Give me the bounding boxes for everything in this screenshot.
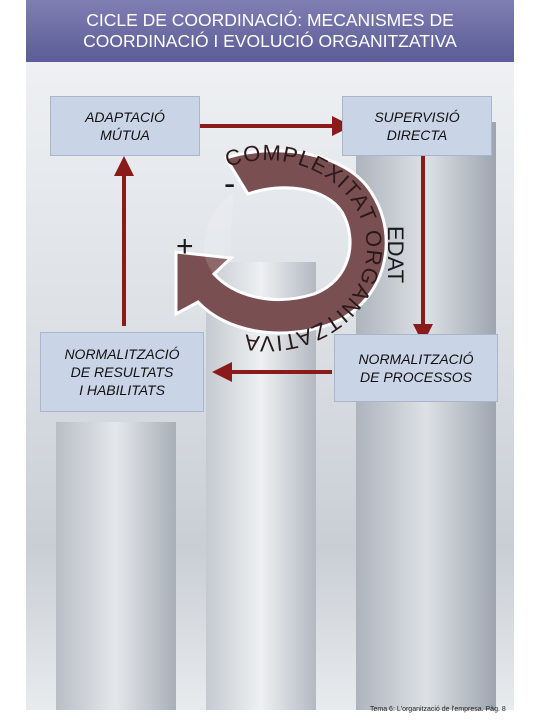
building-left (56, 422, 176, 710)
edat-text: EDAT (383, 226, 408, 283)
box-label-2: DE RESULTATS (70, 364, 174, 380)
box-normalitzacio-processos: NORMALITZACIÓ DE PROCESSOS (334, 334, 498, 402)
box-label-1: ADAPTACIÓ (85, 109, 165, 125)
box-adaptacio-mutua: ADAPTACIÓ MÚTUA (50, 96, 200, 156)
footer-page-ref: Tema 6: L'organització de l'empresa. Pàg… (370, 706, 506, 713)
building-center (206, 262, 316, 710)
box-label-1: NORMALITZACIÓ (358, 351, 474, 367)
plus-sign: + (176, 230, 194, 263)
box-label-1: SUPERVISIÓ (374, 109, 460, 125)
minus-sign: - (224, 165, 235, 203)
box-label-1: NORMALITZACIÓ (64, 346, 180, 362)
box-label-3: I HABILITATS (79, 382, 165, 398)
title-line-2: COORDINACIÓ I EVOLUCIÓ ORGANITZATIVA (83, 31, 457, 51)
page-title: CICLE DE COORDINACIÓ: MECANISMES DE COOR… (26, 0, 514, 62)
cycle-arrow-shape (174, 149, 388, 335)
cycle-inner-arrow (204, 192, 234, 274)
box-label-2: DE PROCESSOS (359, 369, 473, 385)
diagram-area: COMPLEXITAT ORGANITZATIVA EDAT - + ADAPT… (26, 62, 514, 710)
cycle-diagram: COMPLEXITAT ORGANITZATIVA EDAT - + (114, 116, 433, 382)
box-label-2: MÚTUA (100, 127, 150, 143)
title-line-1: CICLE DE COORDINACIÓ: MECANISMES DE (86, 10, 454, 30)
box-normalitzacio-resultats: NORMALITZACIÓ DE RESULTATS I HABILITATS (40, 332, 204, 412)
box-label-2: DIRECTA (386, 127, 448, 143)
box-supervisio-directa: SUPERVISIÓ DIRECTA (342, 96, 492, 156)
